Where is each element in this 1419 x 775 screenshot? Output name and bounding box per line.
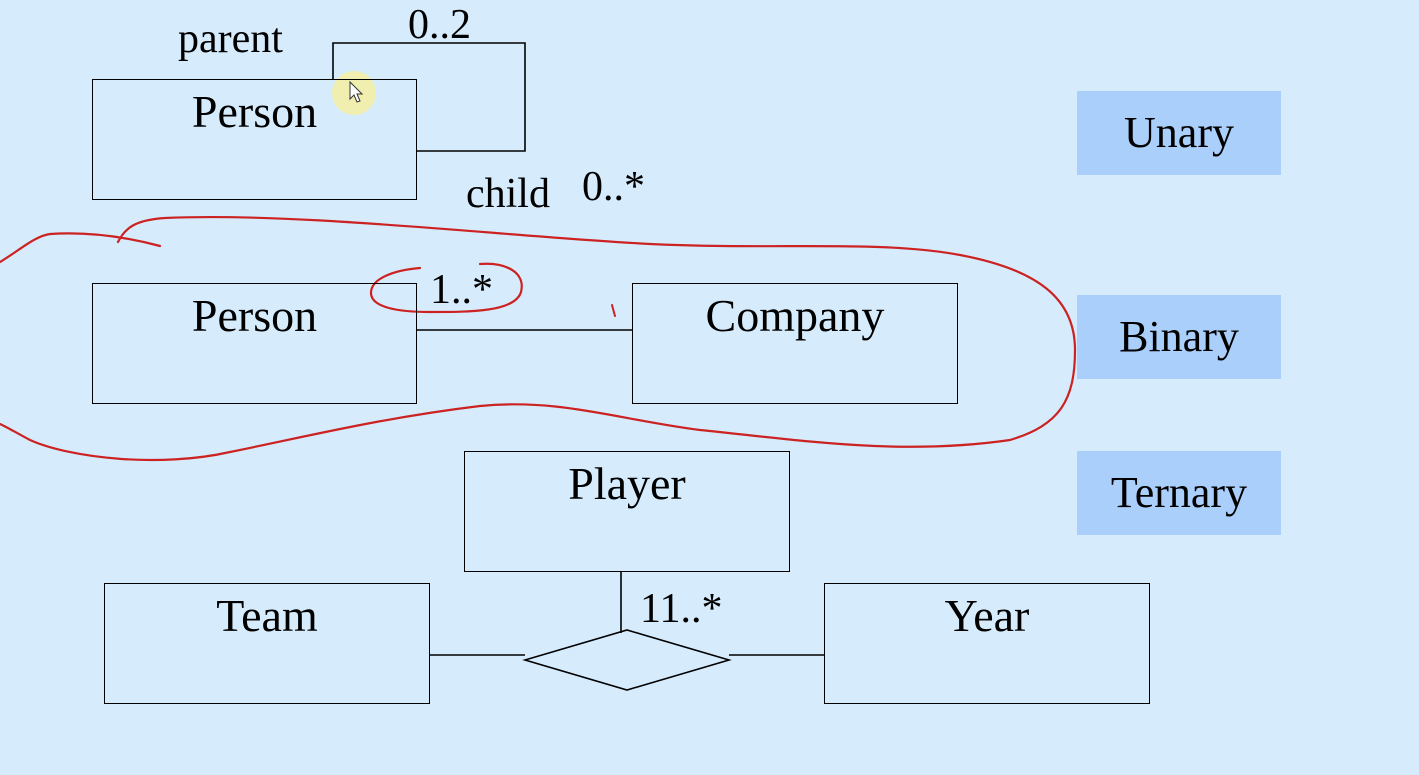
binary-company-name: Company: [705, 290, 885, 341]
ternary-year-name: Year: [944, 590, 1030, 641]
annotation-binary-loop: [0, 215, 1077, 462]
binary-company-entity[interactable]: Company: [632, 283, 958, 404]
tag-ternary: Ternary: [1077, 451, 1281, 535]
ternary-player-entity[interactable]: Player: [464, 451, 790, 572]
ternary-mult: 11..*: [640, 586, 723, 632]
unary-mult-parent: 0..2: [408, 2, 471, 48]
binary-person-entity[interactable]: Person: [92, 283, 417, 404]
binary-mult: 1..*: [430, 267, 493, 313]
ternary-year-entity[interactable]: Year: [824, 583, 1150, 704]
tag-binary: Binary: [1077, 295, 1281, 379]
unary-person-entity[interactable]: Person: [92, 79, 417, 200]
binary-person-name: Person: [191, 290, 318, 341]
annotation-tick: [611, 304, 616, 317]
ternary-association-diamond: [522, 629, 732, 691]
ternary-player-name: Player: [568, 458, 686, 509]
unary-self-loop-line: [332, 42, 526, 152]
tag-unary: Unary: [1077, 91, 1281, 175]
mouse-pointer-icon: [349, 80, 364, 103]
annotation-mult-circle: [369, 262, 523, 314]
ternary-team-name: Team: [216, 590, 318, 641]
unary-mult-child: 0..*: [582, 164, 645, 210]
unary-role-child: child: [466, 171, 550, 217]
ternary-team-entity[interactable]: Team: [104, 583, 430, 704]
unary-role-parent: parent: [178, 16, 283, 62]
unary-person-name: Person: [191, 86, 318, 137]
